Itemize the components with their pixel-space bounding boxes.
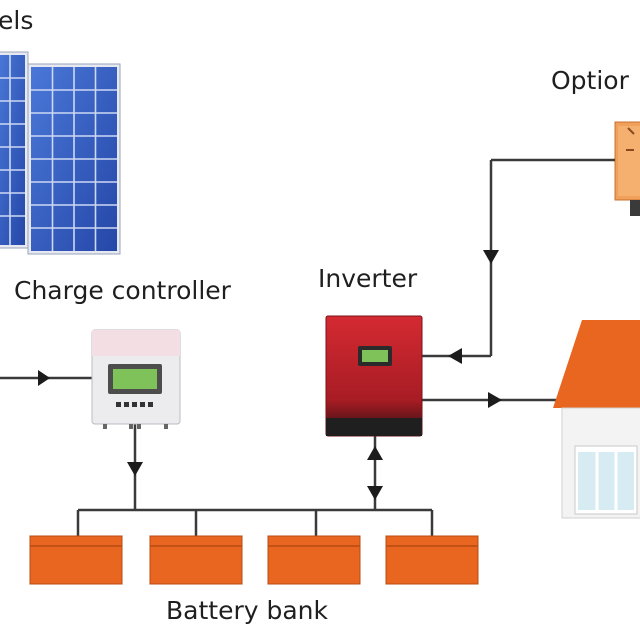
arrow-generator-down [483, 250, 499, 264]
flow-arrows [38, 250, 502, 500]
arrow-into-inverter [448, 348, 462, 364]
inverter-icon [325, 315, 423, 437]
charge-controller-label: Charge controller [14, 276, 231, 305]
arrow-to-battery [127, 462, 143, 476]
battery-icon [29, 535, 123, 585]
battery-bank [29, 535, 479, 585]
house-icon [553, 320, 640, 519]
inverter-label: Inverter [318, 264, 418, 293]
arrow-to-controller [38, 370, 50, 386]
battery-icon [267, 535, 361, 585]
optional-label: Optior [551, 66, 629, 95]
battery-bank-label: Battery bank [166, 596, 328, 625]
solar-panel-icon [0, 51, 121, 255]
arrow-to-house [488, 392, 502, 408]
arrow-inverter-down [367, 486, 383, 500]
arrow-inverter-up [367, 446, 383, 460]
solar-panels-label: els [0, 6, 34, 35]
battery-icon [385, 535, 479, 585]
charge-controller-icon [91, 329, 181, 429]
battery-icon [149, 535, 243, 585]
generator-icon [614, 121, 640, 216]
